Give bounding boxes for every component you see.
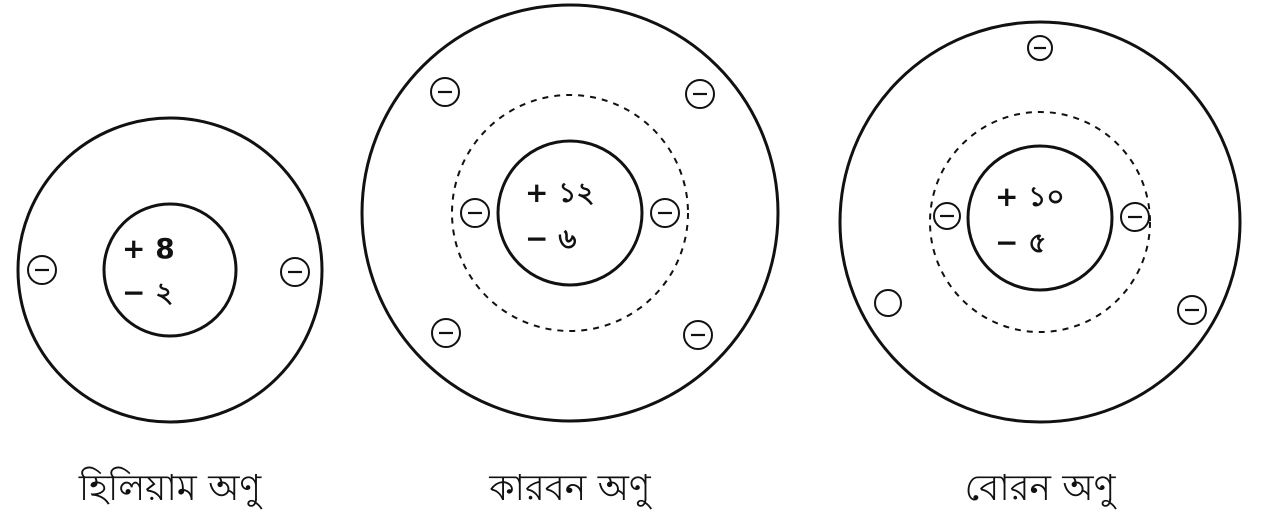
helium-atom: + 8 − ২ হিলিয়াম অণু	[18, 118, 322, 510]
boron-nucleus	[968, 146, 1112, 290]
helium-outer-orbit	[18, 118, 322, 422]
electron	[28, 256, 56, 284]
electron	[934, 203, 960, 229]
carbon-nucleus-negative: − ৬	[525, 222, 576, 255]
carbon-atom: + ১২ − ৬ কারবন অণু	[362, 5, 778, 510]
electron	[651, 199, 679, 227]
carbon-caption: কারবন অণু	[488, 468, 652, 510]
helium-nucleus	[104, 204, 236, 336]
carbon-nucleus-positive: + ১২	[525, 176, 595, 209]
boron-caption: বোরন অণু	[965, 468, 1118, 510]
helium-nucleus-negative: − ২	[122, 276, 173, 309]
electron	[431, 78, 459, 106]
electron	[684, 321, 712, 349]
helium-nucleus-positive: + 8	[122, 232, 175, 265]
boron-nucleus-positive: + ১০	[995, 180, 1065, 213]
carbon-nucleus	[498, 141, 642, 285]
electron	[1178, 296, 1206, 324]
boron-nucleus-negative: − ৫	[995, 226, 1046, 259]
electron	[461, 199, 489, 227]
electron	[875, 290, 901, 316]
electron	[281, 258, 309, 286]
electron	[1121, 203, 1149, 231]
electron	[1028, 36, 1052, 60]
electron	[432, 319, 460, 347]
boron-outer-orbit	[840, 22, 1240, 422]
boron-atom: + ১০ − ৫ বোরন অণু	[840, 22, 1240, 510]
electron	[686, 80, 714, 108]
helium-caption: হিলিয়াম অণু	[78, 467, 263, 510]
carbon-outer-orbit	[362, 5, 778, 421]
